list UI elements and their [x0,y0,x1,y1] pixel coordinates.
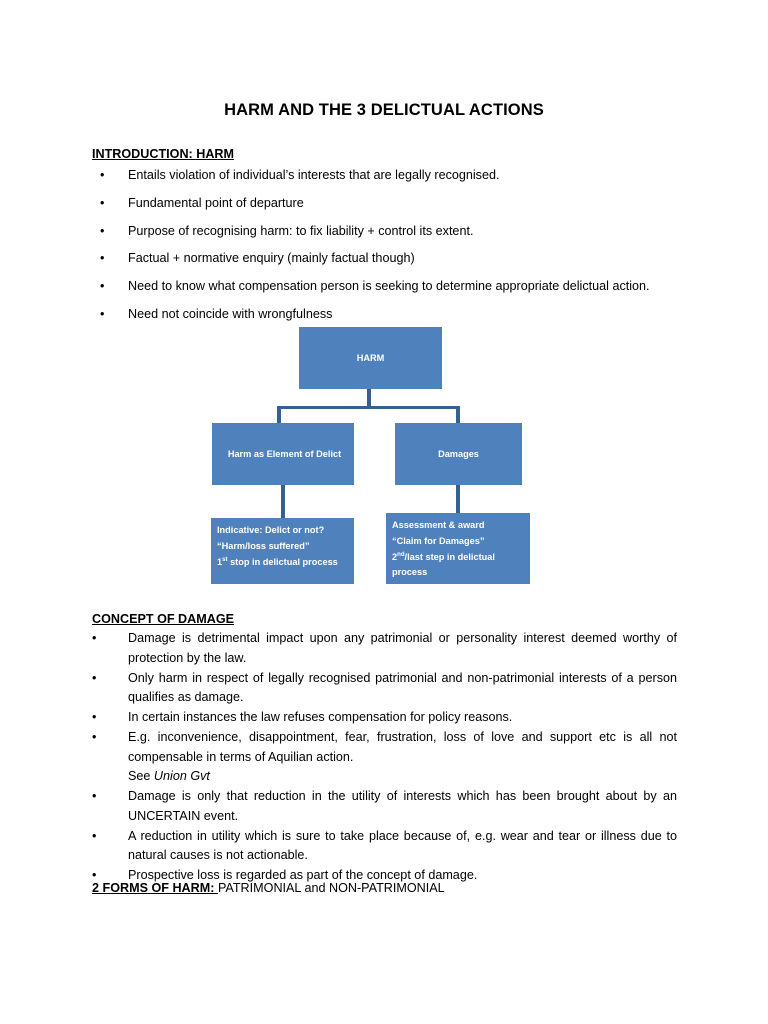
leaf-line-3-post: /last step in delictual process [392,551,495,578]
concept-of-damage-heading: CONCEPT OF DAMAGE [92,612,235,626]
connector-drop-right [456,406,460,424]
case-citation-prefix: See [128,769,154,783]
list-item-text: Only harm in respect of legally recognis… [128,670,677,705]
flowchart-node-harm-as-element-of-delict: Harm as Element of Delict [212,423,354,485]
list-item: • Need not coincide with wrongfulness [92,304,677,324]
list-item-text: Need to know what compensation person is… [128,279,650,294]
list-item-text: Factual + normative enquiry (mainly fact… [128,251,415,266]
leaf-line-2: “Harm/loss suffered” [217,540,310,551]
list-item: • Entails violation of individual’s inte… [92,165,677,185]
list-item-text: Damage is detrimental impact upon any pa… [128,631,677,665]
leaf-line-3-ordinal: st [222,556,228,563]
list-item: • In certain instances the law refuses c… [92,708,677,728]
bullet-icon: • [92,828,97,843]
leaf-line-3: 1st stop in delictual process [217,555,348,571]
leaf-line-1: Indicative: Delict or not? [217,525,325,535]
flowchart-node-label: HARM [356,353,385,363]
connector-drop-left [277,406,281,424]
connector-bus [277,406,459,409]
flowchart-node-label: Harm as Element of Delict [227,449,342,459]
list-item: • Need to know what compensation person … [92,276,677,296]
list-item: • Purpose of recognising harm: to fix li… [92,221,677,241]
bullet-icon: • [92,730,97,744]
introduction-bullet-list: • Entails violation of individual’s inte… [92,165,677,332]
flowchart-leaf-harm-element-detail: Indicative: Delict or not? “Harm/loss su… [211,518,354,584]
list-item-text: Prospective loss is regarded as part of … [128,868,478,882]
list-item: • Prospective loss is regarded as part o… [92,866,677,886]
list-item-text: Purpose of recognising harm: to fix liab… [128,223,474,238]
leaf-line-2: “Claim for Damages” [392,535,485,546]
leaf-line-3-ordinal: nd [397,551,405,558]
bullet-icon: • [92,670,97,685]
bullet-icon: • [92,710,97,724]
list-item: • Only harm in respect of legally recogn… [92,669,677,708]
forms-of-harm-value: PATRIMONIAL and NON-PATRIMONIAL [217,881,445,895]
list-item-text: E.g. inconvenience, disappointment, fear… [128,730,677,764]
list-item-text: Entails violation of individual’s intere… [128,168,500,182]
leaf-line-3-pre: 2 [392,551,398,562]
leaf-line-1: Assessment & award [392,520,485,530]
list-item: • Factual + normative enquiry (mainly fa… [92,248,677,268]
list-item: • Fundamental point of departure [92,193,677,213]
list-item: • Damage is detrimental impact upon any … [92,629,677,668]
page-title: HARM AND THE 3 DELICTUAL ACTIONS [224,101,544,119]
leaf-line-3: 2nd/last step in delictual process [392,550,524,582]
list-item-text: Damage is only that reduction in the uti… [128,789,677,823]
bullet-icon: • [92,789,97,803]
flowchart-node-harm: HARM [299,327,442,389]
bullet-icon: • [100,223,105,238]
list-item-text: A reduction in utility which is sure to … [128,828,677,863]
forms-of-harm-label: 2 FORMS OF HARM: [92,881,218,895]
forms-of-harm-line: 2 FORMS OF HARM: PATRIMONIAL and NON-PAT… [92,881,445,895]
list-item: • E.g. inconvenience, disappointment, fe… [92,728,677,787]
list-item: • Damage is only that reduction in the u… [92,787,677,826]
list-item: • A reduction in utility which is sure t… [92,827,677,866]
list-item-text: In certain instances the law refuses com… [128,710,513,724]
bullet-icon: • [100,168,105,182]
leaf-line-3-pre: 1 [217,556,223,567]
case-citation-name: Union Gvt [153,769,210,783]
flowchart-leaf-damages-detail: Assessment & award “Claim for Damages” 2… [386,513,530,584]
list-item-text: Need not coincide with wrongfulness [128,306,333,321]
bullet-icon: • [100,251,105,266]
connector-leaf-left [281,485,285,518]
connector-root-stem [367,389,371,408]
list-item-text: Fundamental point of departure [128,195,304,210]
bullet-icon: • [92,631,97,645]
leaf-line-3-post: stop in delictual process [227,556,338,567]
introduction-heading: INTRODUCTION: HARM [92,147,235,161]
bullet-icon: • [100,195,105,210]
bullet-icon: • [100,279,105,294]
flowchart-node-label: Damages [438,449,479,459]
bullet-icon: • [92,868,97,882]
concept-of-damage-bullet-list: • Damage is detrimental impact upon any … [92,629,677,886]
flowchart-node-damages: Damages [395,423,522,485]
case-citation-line: See Union Gvt [128,767,677,787]
bullet-icon: • [100,306,105,321]
connector-leaf-right [456,485,460,514]
